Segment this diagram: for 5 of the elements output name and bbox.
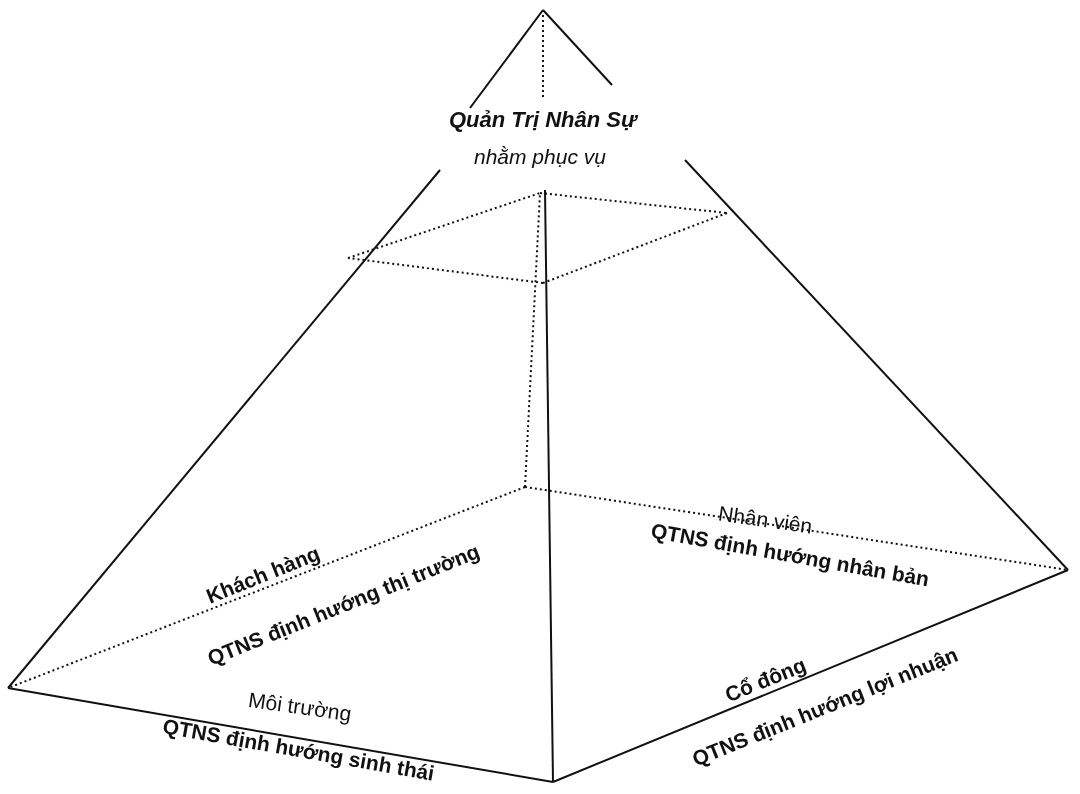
group-label: Cổ đông: [721, 652, 809, 707]
group-label: Môi trường: [246, 687, 353, 727]
group-label: Khách hàng: [202, 541, 323, 608]
heading-text: Quản Trị Nhân Sự: [449, 107, 637, 133]
subheading-text: nhằm phục vụ: [474, 145, 606, 169]
